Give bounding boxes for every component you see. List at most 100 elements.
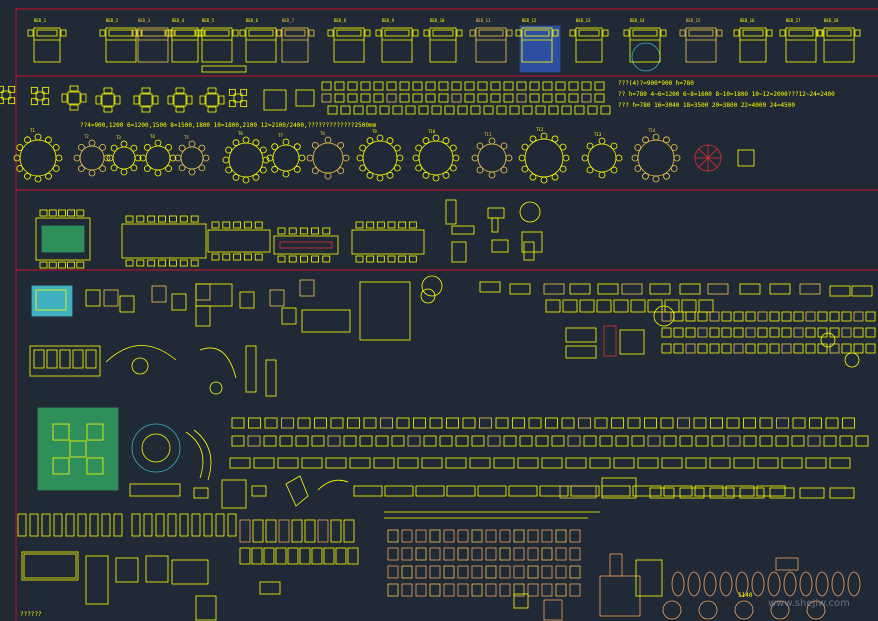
- bed-block: [429, 27, 457, 63]
- chair-block: [405, 105, 416, 115]
- round-table-chair: [225, 146, 233, 154]
- dining-chair: [355, 221, 364, 229]
- dining-chair: [222, 221, 231, 229]
- table-caption: T5: [184, 135, 189, 140]
- round-table-chair: [432, 174, 440, 182]
- basin-block: [687, 571, 701, 597]
- armchair-block: [759, 435, 773, 447]
- armchair-block: [855, 435, 869, 447]
- round-table-chair: [562, 154, 570, 162]
- table-caption: T11: [484, 132, 492, 137]
- l-sofa-large: [359, 281, 411, 341]
- table-caption: T9: [372, 129, 377, 134]
- dining-chair: [254, 221, 263, 229]
- sofa-block: [709, 457, 731, 469]
- round-table-chair: [252, 139, 260, 147]
- dining-chair: [42, 98, 50, 106]
- chair-block: [793, 311, 804, 322]
- basin-block: [815, 571, 829, 597]
- chair-block: [721, 327, 732, 338]
- console-table: [265, 359, 277, 397]
- chair-block: [841, 311, 852, 322]
- bed-nightstand: [308, 29, 315, 37]
- bed-nightstand: [198, 29, 205, 37]
- stool-block: [251, 485, 267, 497]
- l-sofa: [195, 283, 233, 307]
- bed-nightstand: [854, 29, 861, 37]
- basin-block: [751, 571, 765, 597]
- bed-pillow: [204, 29, 230, 37]
- kitchen-block: [513, 529, 525, 543]
- chair-block: [745, 343, 756, 354]
- armchair-block: [727, 435, 741, 447]
- bed-nightstand: [602, 29, 609, 37]
- chair-block: [464, 93, 475, 103]
- appliance-block: [291, 519, 303, 543]
- umbrella-rib: [698, 157, 709, 168]
- round-table-chair: [415, 164, 423, 172]
- section-frames: [15, 8, 878, 621]
- dining-chair: [277, 255, 286, 263]
- bed-nightstand: [275, 29, 282, 37]
- kitchen-block: [485, 547, 497, 561]
- round-table-chair: [77, 165, 85, 173]
- sofa-block: [477, 485, 507, 497]
- long-dining-table: [35, 217, 91, 261]
- chair-block: [399, 81, 410, 91]
- round-table-chair: [165, 165, 173, 173]
- long-dining-table: [273, 235, 339, 255]
- bed-caption: BED_11: [476, 18, 491, 23]
- round-table-chair: [252, 173, 260, 181]
- chair-block: [829, 311, 840, 322]
- sofa-block: [325, 457, 347, 469]
- round-table-chair: [452, 154, 460, 162]
- bed-caption: BED_5: [202, 18, 215, 23]
- dining-chair: [147, 259, 156, 267]
- chair-block: [529, 81, 540, 91]
- chair-block: [697, 327, 708, 338]
- chair-block: [817, 311, 828, 322]
- armchair-block: [330, 417, 344, 429]
- sofa-block: [649, 283, 671, 295]
- bed-nightstand: [232, 29, 239, 37]
- bed-nightstand: [552, 29, 559, 37]
- appliance-block: [343, 519, 355, 543]
- chair-block: [496, 105, 507, 115]
- chair-block: [793, 343, 804, 354]
- dining-chair: [277, 227, 286, 235]
- chair-block: [516, 93, 527, 103]
- bathroom-fixture: [53, 513, 63, 537]
- armchair-block: [281, 307, 297, 325]
- side-table: [421, 275, 443, 297]
- round-table-chair: [293, 165, 301, 173]
- kitchen-block: [401, 529, 413, 543]
- table-caption: T7: [278, 133, 283, 138]
- chair-block: [721, 343, 732, 354]
- bed-block: [105, 27, 137, 63]
- bed-caption: BED_4: [172, 18, 185, 23]
- bed-block: [521, 27, 553, 63]
- kitchen-block: [415, 529, 427, 543]
- dining-chair: [58, 261, 66, 269]
- chair-block: [733, 311, 744, 322]
- bathroom-fixture: [89, 513, 99, 537]
- bed-caption: BED_8: [334, 18, 347, 23]
- round-table-chair: [259, 166, 267, 174]
- armchair-block: [743, 435, 757, 447]
- round-table-chair: [673, 154, 681, 162]
- sofa-block: [709, 487, 735, 499]
- sink-block: [259, 581, 281, 595]
- kitchen-block: [457, 583, 469, 597]
- round-table-chair: [529, 173, 537, 181]
- bed-pillow: [478, 29, 504, 37]
- umbrella-rib: [707, 148, 718, 159]
- dining-chair: [141, 87, 151, 94]
- round-table-chair: [442, 171, 450, 179]
- chair-block: [340, 105, 351, 115]
- sofa-block: [253, 457, 275, 469]
- round-table-chair: [311, 141, 319, 149]
- small-dimension-tag: 1140: [738, 592, 753, 599]
- chair-block: [548, 105, 559, 115]
- round-table-chair: [178, 144, 186, 152]
